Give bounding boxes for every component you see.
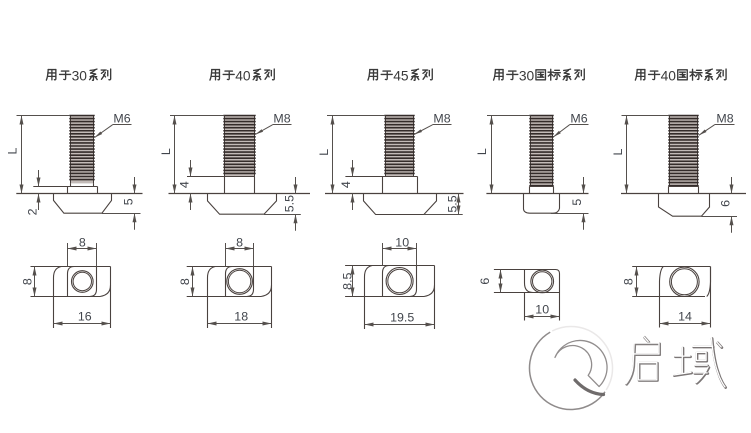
svg-text:10: 10 <box>535 302 549 316</box>
svg-text:6: 6 <box>478 278 492 285</box>
svg-text:5: 5 <box>570 199 584 206</box>
svg-text:L: L <box>317 149 331 156</box>
svg-text:40: 40 <box>661 69 677 84</box>
svg-text:4: 4 <box>339 181 353 188</box>
svg-text:40: 40 <box>235 69 251 84</box>
svg-text:L: L <box>475 148 489 155</box>
svg-text:2: 2 <box>25 208 39 215</box>
svg-text:L: L <box>611 148 625 155</box>
svg-text:8: 8 <box>622 278 636 285</box>
svg-text:19.5: 19.5 <box>390 310 414 324</box>
svg-text:8: 8 <box>178 278 192 285</box>
svg-text:4: 4 <box>178 181 192 188</box>
svg-text:L: L <box>159 148 173 155</box>
svg-text:L: L <box>5 147 19 154</box>
svg-text:M6: M6 <box>570 112 587 126</box>
svg-text:45: 45 <box>393 69 409 84</box>
svg-text:8: 8 <box>236 236 243 250</box>
svg-text:5: 5 <box>121 198 135 205</box>
svg-text:14: 14 <box>678 310 692 324</box>
svg-text:6: 6 <box>719 200 733 207</box>
svg-text:8: 8 <box>20 278 34 285</box>
svg-text:16: 16 <box>78 310 92 324</box>
svg-text:8: 8 <box>79 236 86 250</box>
svg-text:8.5: 8.5 <box>341 272 355 289</box>
svg-text:5.5: 5.5 <box>445 195 459 212</box>
svg-text:M6: M6 <box>113 112 130 126</box>
svg-text:30: 30 <box>519 69 535 84</box>
svg-text:18: 18 <box>234 310 248 324</box>
svg-text:5.5: 5.5 <box>282 195 296 212</box>
svg-text:M8: M8 <box>273 112 290 126</box>
svg-text:30: 30 <box>72 69 88 84</box>
svg-text:M8: M8 <box>433 112 450 126</box>
svg-text:M8: M8 <box>716 112 733 126</box>
svg-text:10: 10 <box>395 236 409 250</box>
